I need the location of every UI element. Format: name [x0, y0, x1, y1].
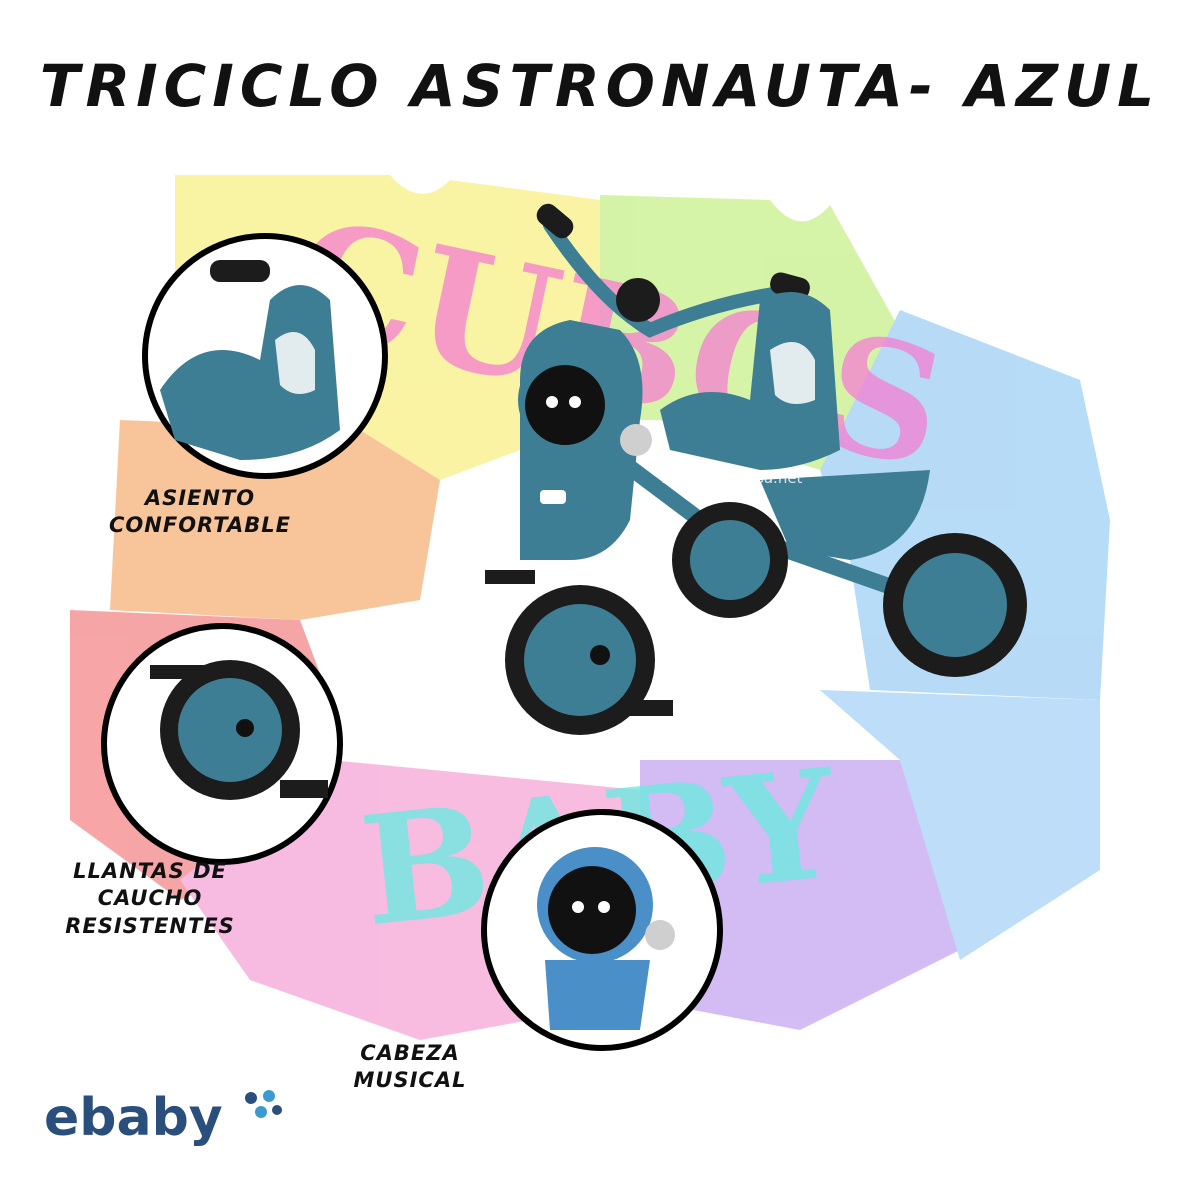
- caption-cabeza: CABEZA MUSICAL: [320, 1040, 500, 1095]
- caption-line: RESISTENTES: [65, 913, 235, 938]
- caption-line: CONFORTABLE: [109, 513, 291, 538]
- watermark: www.ebabyusa.net: [660, 469, 803, 487]
- puzzle-piece-purple: [640, 760, 960, 1030]
- ebaby-logo: ebaby: [44, 1088, 285, 1148]
- caption-line: ASIENTO: [144, 486, 256, 510]
- page-title: TRICICLO ASTRONAUTA- AZUL: [39, 52, 1161, 120]
- caption-asiento: ASIENTO CONFORTABLE: [100, 485, 300, 540]
- caption-line: LLANTAS DE: [73, 859, 227, 883]
- caption-line: CAUCHO: [97, 886, 203, 911]
- logo-text: ebaby: [44, 1088, 223, 1148]
- caption-line: CABEZA: [360, 1041, 460, 1065]
- feature-circle-head: [481, 809, 723, 1051]
- caption-llantas: LLANTAS DE CAUCHO RESISTENTES: [40, 858, 260, 940]
- logo-dots-icon: [244, 1090, 282, 1118]
- tricycle: [485, 203, 1027, 735]
- feature-circle-wheel: [101, 623, 343, 865]
- caption-line: MUSICAL: [353, 1068, 467, 1093]
- puzzle-piece-orange: [110, 420, 440, 620]
- feature-circle-seat: [142, 233, 388, 479]
- puzzle-piece-blue-bottom: [820, 690, 1100, 960]
